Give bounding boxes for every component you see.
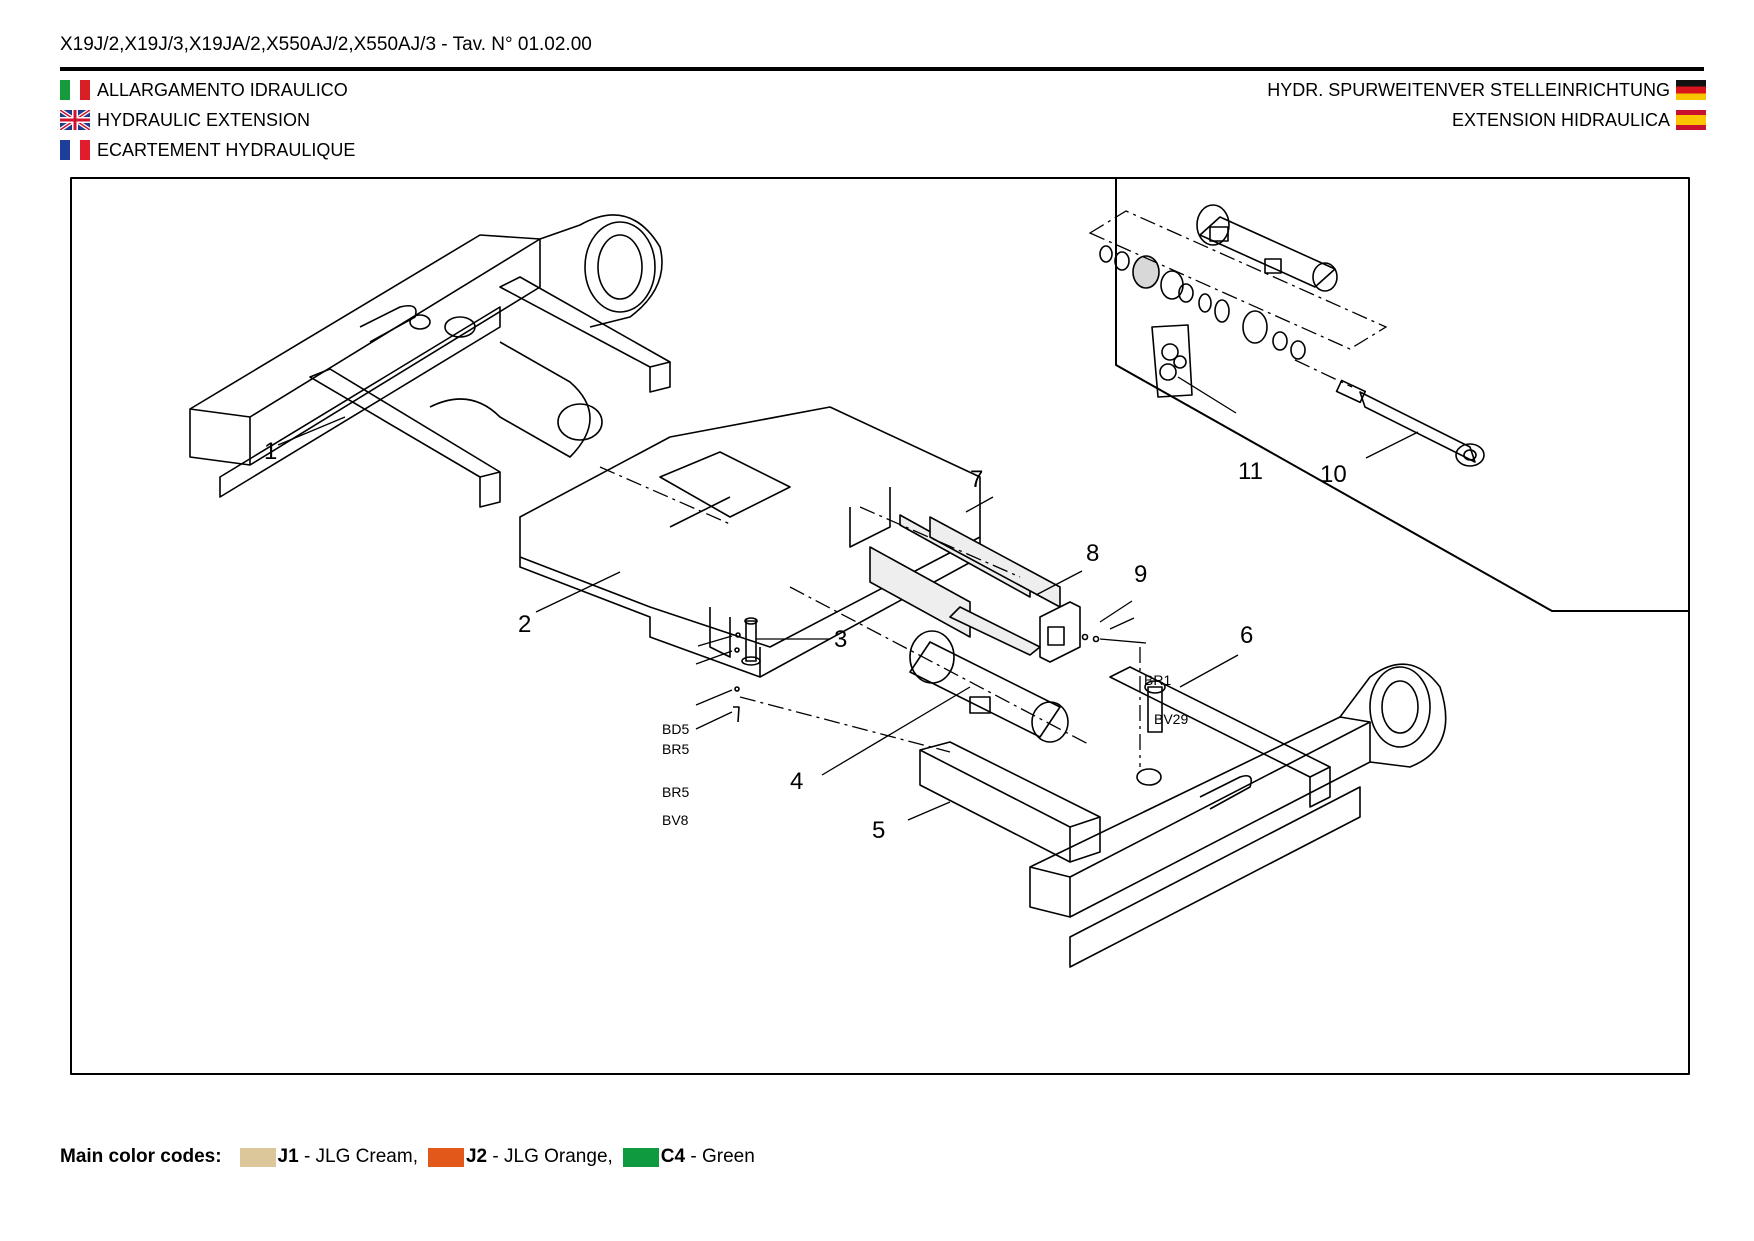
detail-cylinder-barrel — [1196, 204, 1338, 292]
legend-lead: Main color codes: — [60, 1146, 222, 1167]
part-2-base-plate — [519, 406, 981, 678]
legend-code-j2: J2 — [465, 1146, 488, 1167]
header-title: X19J/2,X19J/3,X19JA/2,X550AJ/2,X550AJ/3 … — [60, 34, 592, 55]
alignment-line — [739, 696, 951, 753]
legend-label-c4: - Green — [685, 1146, 755, 1167]
germany-flag-icon — [1676, 80, 1706, 100]
detail-seals — [1099, 245, 1306, 360]
callout-9: 9 — [1134, 561, 1147, 588]
part-9-bracket — [1039, 601, 1100, 663]
title-spanish: EXTENSION HIDRAULICA — [1451, 109, 1670, 130]
callout-3: 3 — [834, 626, 847, 653]
callout-10: 10 — [1320, 461, 1347, 488]
title-english: HYDRAULIC EXTENSION — [97, 109, 311, 130]
part-7-8-shims — [869, 514, 1061, 656]
part-5-beam — [919, 741, 1101, 863]
part-4-cylinder — [909, 630, 1069, 743]
callout-2: 2 — [518, 611, 531, 638]
color-code-legend: Main color codes: J1 - JLG Cream, J2 - J… — [60, 1146, 765, 1168]
callout-1: 1 — [264, 438, 277, 465]
drawing-frame — [70, 177, 1690, 1075]
legend-code-c4: C4 — [660, 1146, 686, 1167]
alignment-line — [1088, 210, 1388, 350]
callout-6: 6 — [1240, 622, 1253, 649]
italy-flag-icon — [60, 80, 90, 100]
part-1-left-axle — [189, 214, 671, 508]
callout-11: 11 — [1238, 458, 1263, 485]
legend-item-j2: J2 - JLG Orange, — [427, 1146, 613, 1168]
callout-8: 8 — [1086, 540, 1099, 567]
alignment-line — [1294, 359, 1353, 388]
detail-inset-frame — [1115, 178, 1688, 612]
header-rule — [60, 67, 1704, 71]
callout-bd5: BD5 — [662, 721, 689, 737]
alignment-line — [599, 466, 731, 525]
part-11-seal-kit — [1151, 324, 1193, 398]
spain-flag-icon — [1676, 110, 1706, 130]
callout-br5-upper: BR5 — [662, 741, 689, 757]
title-italian: ALLARGAMENTO IDRAULICO — [97, 79, 348, 100]
callout-bv8: BV8 — [662, 812, 689, 828]
swatch-j1 — [239, 1147, 276, 1167]
callout-br1: BR1 — [1144, 672, 1171, 688]
legend-label-j2: - JLG Orange, — [487, 1146, 613, 1167]
callout-5: 5 — [872, 817, 885, 844]
part-6-right-axle — [1029, 663, 1447, 968]
part-10-piston-rod — [1335, 379, 1485, 467]
language-row-french: ECARTEMENT HYDRAULIQUE — [60, 138, 355, 162]
uk-flag-icon — [60, 110, 90, 130]
language-row-german: HYDR. SPURWEITENVER STELLEINRICHTUNG — [1267, 78, 1706, 102]
legend-label-j1: - JLG Cream, — [298, 1146, 418, 1167]
legend-item-j1: J1 - JLG Cream, — [239, 1146, 418, 1168]
france-flag-icon — [60, 140, 90, 160]
callout-4: 4 — [790, 768, 803, 795]
swatch-j2 — [427, 1147, 464, 1167]
legend-item-c4: C4 - Green — [622, 1146, 755, 1168]
language-row-english: HYDRAULIC EXTENSION — [60, 108, 310, 132]
alignment-line — [789, 586, 1091, 746]
title-french: ECARTEMENT HYDRAULIQUE — [97, 139, 356, 160]
exploded-parts-drawing: 1 2 3 4 5 6 7 8 9 10 11 BD5 BR5 BR5 BV8 … — [70, 177, 1690, 1075]
callout-7: 7 — [970, 466, 983, 493]
callout-br5-lower: BR5 — [662, 784, 689, 800]
title-german: HYDR. SPURWEITENVER STELLEINRICHTUNG — [1267, 79, 1670, 100]
legend-code-j1: J1 — [277, 1146, 299, 1167]
alignment-line — [859, 506, 1021, 578]
language-row-spanish: EXTENSION HIDRAULICA — [1452, 108, 1706, 132]
language-row-italian: ALLARGAMENTO IDRAULICO — [60, 78, 348, 102]
callout-bv29: BV29 — [1154, 711, 1188, 727]
part-3-pin — [733, 617, 761, 723]
swatch-c4 — [622, 1147, 659, 1167]
